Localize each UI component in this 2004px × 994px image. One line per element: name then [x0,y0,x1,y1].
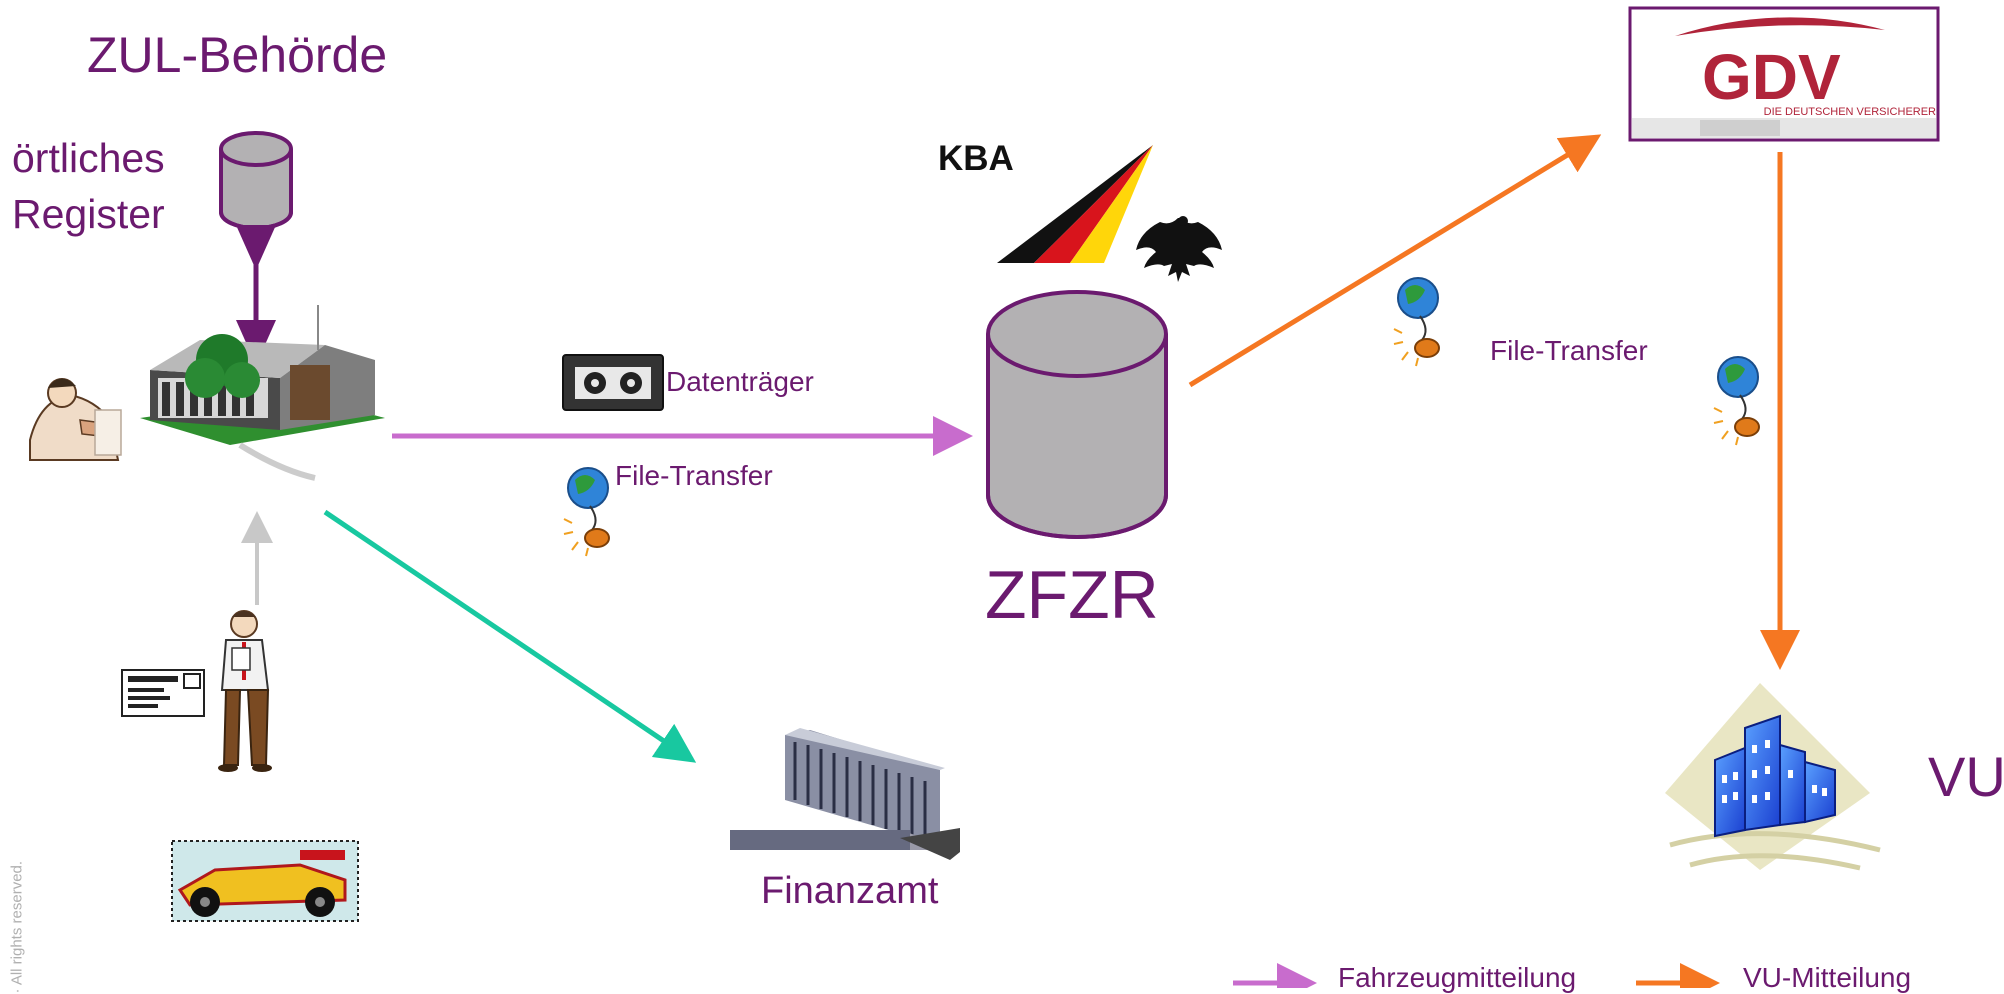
gdv-logo-text: GDV [1702,41,1841,113]
finance-office-building-icon [730,728,960,860]
form-document-icon [121,669,205,717]
federal-eagle-icon [1136,216,1222,282]
videotape-icon [562,354,664,411]
copyright-note: · All rights reserved. [8,860,26,994]
gdv-logo-subtitle: DIE DEUTSCHEN VERSICHERER [1764,106,1936,118]
person-with-document-icon [218,610,272,772]
local-register-label-line2: Register [12,191,165,237]
gdv-logo: GDV DIE DEUTSCHEN VERSICHERER [1628,6,1940,142]
zul-to-finanzamt-arrow [323,509,697,763]
zul-behoerde-label: ZUL-Behörde [87,27,388,83]
legend-fahrzeugmitteilung-label: Fahrzeugmitteilung [1338,962,1577,993]
globe-mouse-icon-3 [1713,356,1760,446]
file-transfer-label-right: File-Transfer [1490,335,1648,366]
globe-mouse-icon-2 [1393,277,1440,367]
race-car-icon [171,840,359,922]
office-building-icon [140,305,385,481]
file-transfer-label-left: File-Transfer [615,460,773,491]
local-register-database-icon [219,131,293,230]
zfzr-to-gdv-arrow [1188,134,1602,388]
globe-mouse-icon [563,467,610,557]
office-worker-icon [29,378,122,461]
datentraeger-label: Datenträger [666,366,814,397]
kba-flag-icon [997,145,1153,263]
local-register-label: örtliches Register [12,130,165,242]
insurance-buildings-icon [1665,683,1881,871]
legend-vu-mitteilung-label: VU-Mitteilung [1743,962,1912,993]
vu-label: VU [1928,745,2004,808]
zfzr-label: ZFZR [985,557,1159,633]
local-register-label-line1: örtliches [12,135,165,181]
finanzamt-label: Finanzamt [761,870,939,912]
zfzr-database-icon [986,290,1168,539]
kba-logo-text: KBA [938,139,1014,178]
